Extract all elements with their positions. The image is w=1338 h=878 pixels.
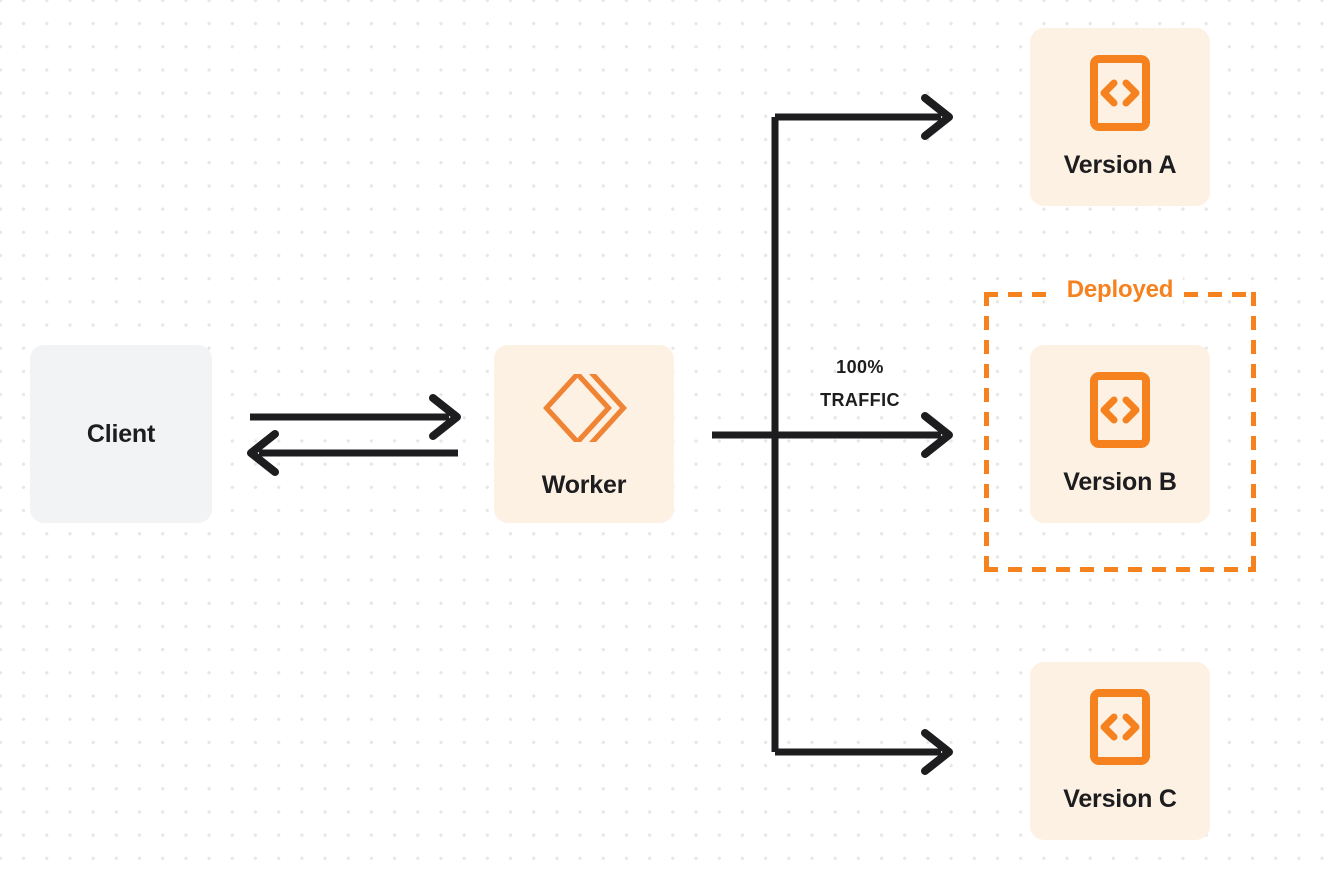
version-c-node[interactable]: Version C bbox=[1030, 662, 1210, 840]
version-c-label: Version C bbox=[1063, 784, 1177, 813]
version-a-label: Version A bbox=[1063, 150, 1177, 179]
connector-worker-to-version-b bbox=[712, 412, 953, 458]
client-node[interactable]: Client bbox=[30, 345, 212, 523]
traffic-label: 100% TRAFFIC bbox=[790, 351, 930, 418]
connector-worker-to-version-c bbox=[775, 729, 953, 775]
connector-worker-to-client bbox=[247, 430, 458, 476]
connector-worker-to-version-a bbox=[775, 94, 953, 140]
traffic-percent: 100% bbox=[836, 357, 884, 377]
version-a-node[interactable]: Version A bbox=[1030, 28, 1210, 206]
traffic-caption: TRAFFIC bbox=[820, 390, 900, 411]
cloudflare-workers-logo-icon bbox=[541, 369, 627, 447]
client-label: Client bbox=[86, 419, 156, 448]
connector-client-to-worker bbox=[250, 394, 461, 440]
worker-label: Worker bbox=[541, 470, 627, 499]
worker-node[interactable]: Worker bbox=[494, 345, 674, 523]
code-document-icon bbox=[1090, 371, 1150, 448]
version-b-label: Version B bbox=[1063, 467, 1177, 496]
code-document-icon bbox=[1090, 54, 1150, 131]
code-document-icon bbox=[1090, 688, 1150, 765]
version-b-node[interactable]: Version B bbox=[1030, 345, 1210, 523]
